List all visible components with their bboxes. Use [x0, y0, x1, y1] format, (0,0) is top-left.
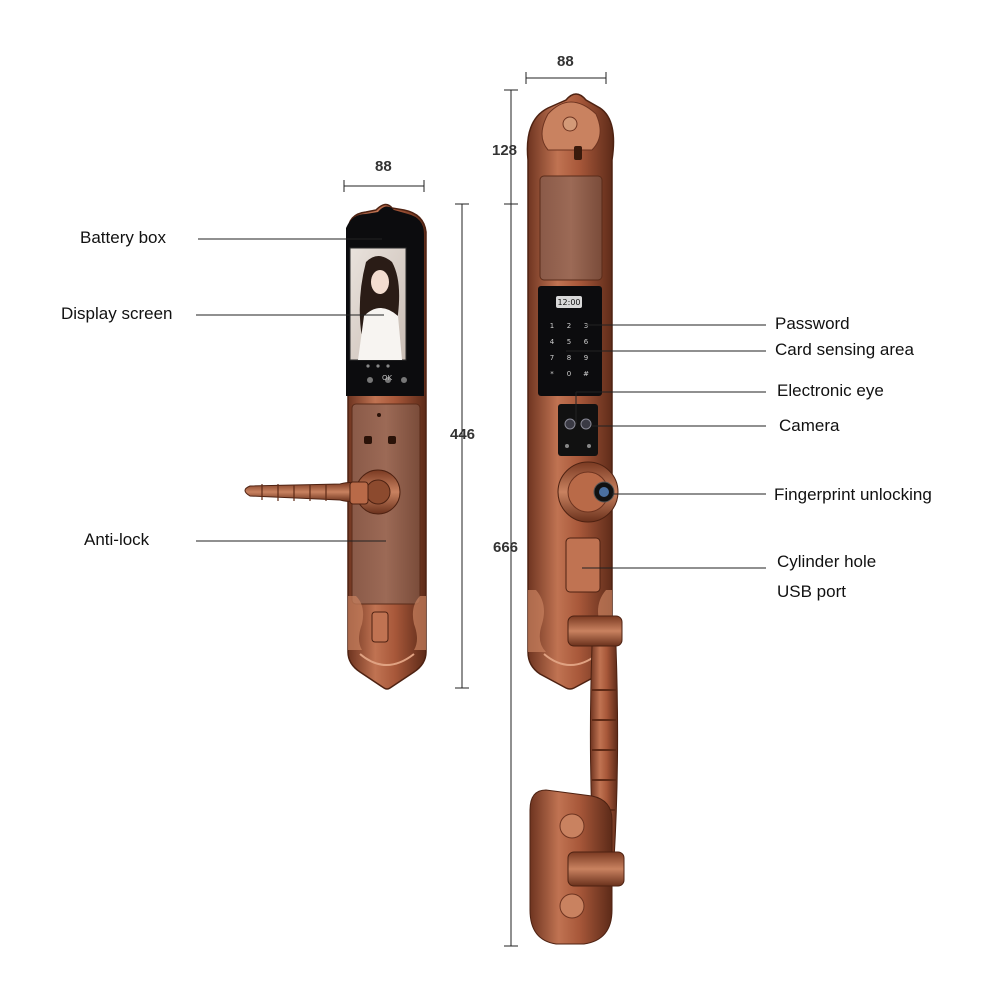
camera-module — [558, 404, 598, 456]
screen-button-left[interactable] — [367, 377, 373, 383]
keypad-key[interactable]: 9 — [584, 354, 588, 362]
keypad-key[interactable]: 4 — [550, 338, 555, 346]
cylinder-hole-cover[interactable] — [565, 537, 601, 593]
label-cylinder-hole: Cylinder hole — [777, 552, 877, 571]
keypad-key[interactable]: 5 — [567, 338, 571, 346]
handle-upper-collar — [567, 615, 623, 647]
dim-right-height: 666 — [493, 539, 519, 556]
keypad-key[interactable]: 7 — [550, 354, 554, 362]
inner-lever-handle[interactable] — [244, 481, 367, 503]
keypad-keys[interactable]: 1 2 3 4 5 6 7 8 9 * 0 # — [550, 322, 589, 378]
label-card-sensing-area: Card sensing area — [775, 340, 914, 359]
leader-lines — [196, 238, 766, 569]
portrait-body — [358, 308, 402, 360]
label-battery-box: Battery box — [80, 228, 166, 247]
keypad-key[interactable]: # — [583, 370, 589, 378]
screen-ok-label: OK — [382, 374, 393, 382]
dim-left-height: 446 — [450, 426, 476, 443]
keypad-key[interactable]: 8 — [567, 354, 571, 362]
keypad-key[interactable]: 3 — [584, 322, 588, 330]
label-password: Password — [775, 314, 850, 333]
keypad-key[interactable]: 1 — [550, 322, 554, 330]
outer-lock-panel: 12:00 1 2 3 4 5 6 7 8 9 * 0 # — [526, 93, 625, 945]
screen-button-ok[interactable] — [385, 377, 391, 383]
label-electronic-eye: Electronic eye — [777, 381, 884, 400]
label-usb-port: USB port — [777, 582, 846, 601]
handle-lower-collar — [567, 851, 625, 887]
dim-right-top: 128 — [492, 142, 518, 159]
label-display-screen: Display screen — [61, 304, 173, 323]
electronic-eye — [564, 418, 576, 430]
keypad-key[interactable]: 2 — [567, 322, 571, 330]
label-fingerprint-unlocking: Fingerprint unlocking — [774, 485, 932, 504]
label-camera: Camera — [779, 416, 840, 435]
portrait-face — [371, 270, 389, 294]
camera-lens — [580, 418, 592, 430]
keypad-time: 12:00 — [557, 298, 580, 307]
inner-lock-panel — [244, 203, 427, 690]
keypad-key[interactable]: 0 — [567, 370, 571, 378]
label-anti-lock: Anti-lock — [84, 530, 150, 549]
screen-button-right[interactable] — [401, 377, 407, 383]
password-keypad[interactable] — [538, 286, 602, 396]
anti-lock-knob[interactable] — [371, 611, 389, 643]
dim-right-width: 88 — [557, 53, 574, 70]
keypad-key[interactable]: 6 — [584, 338, 589, 346]
keypad-key[interactable]: * — [550, 370, 554, 378]
dimension-lines — [343, 72, 607, 947]
dim-left-width: 88 — [375, 158, 392, 175]
